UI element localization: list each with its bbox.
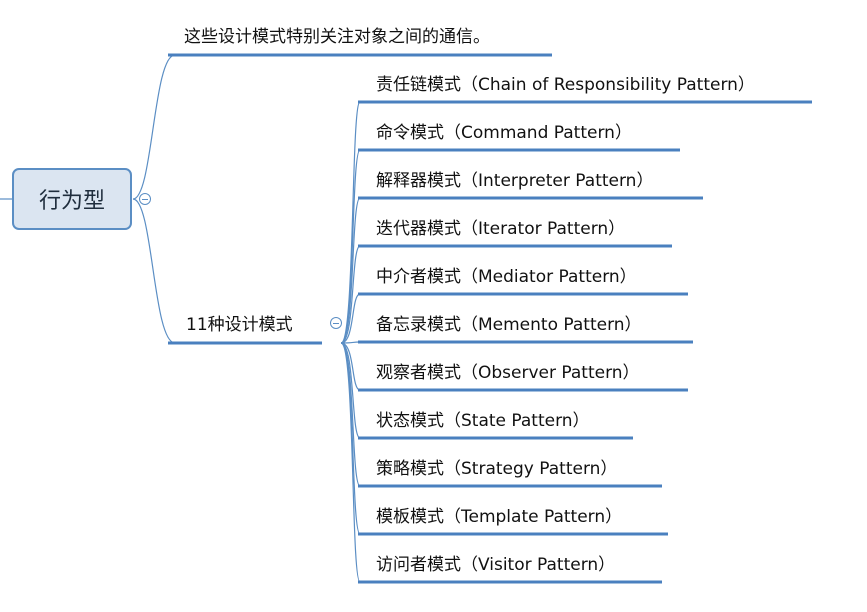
root-node-label: 行为型 [38,189,105,214]
pattern-label: 备忘录模式（Memento Pattern） [376,315,642,335]
pattern-connector [340,197,361,344]
pattern-label: 访问者模式（Visitor Pattern） [376,555,616,575]
pattern-label: 状态模式（State Pattern） [376,411,590,431]
pattern-connector [340,342,361,583]
pattern-label: 责任链模式（Chain of Responsibility Pattern） [376,75,755,95]
pattern-topic-state[interactable]: 状态模式（State Pattern） [376,410,590,432]
patterns-group-label: 11种设计模式 [186,315,293,335]
pattern-topic-command[interactable]: 命令模式（Command Pattern） [376,122,632,144]
pattern-topic-template[interactable]: 模板模式（Template Pattern） [376,506,622,528]
pattern-connector [340,149,361,344]
pattern-connector [340,245,361,344]
pattern-label: 命令模式（Command Pattern） [376,123,632,143]
pattern-topic-observer[interactable]: 观察者模式（Observer Pattern） [376,362,640,384]
pattern-topic-memento[interactable]: 备忘录模式（Memento Pattern） [376,314,642,336]
pattern-topic-mediator[interactable]: 中介者模式（Mediator Pattern） [376,266,637,288]
pattern-label: 中介者模式（Mediator Pattern） [376,267,637,287]
pattern-label: 解释器模式（Interpreter Pattern） [376,171,654,191]
patterns-group-collapse-toggle-icon[interactable] [330,317,342,329]
pattern-topic-visitor[interactable]: 访问者模式（Visitor Pattern） [376,554,615,576]
root-to-group-connector [132,198,176,344]
pattern-topic-interpreter[interactable]: 解释器模式（Interpreter Pattern） [376,170,653,192]
pattern-label: 模板模式（Template Pattern） [376,507,623,527]
pattern-label: 迭代器模式（Iterator Pattern） [376,219,626,239]
description-label: 这些设计模式特别关注对象之间的通信。 [184,27,490,47]
pattern-topic-strategy[interactable]: 策略模式（Strategy Pattern） [376,458,617,480]
patterns-group-topic[interactable]: 11种设计模式 [186,314,293,336]
pattern-label: 观察者模式（Observer Pattern） [376,363,640,383]
root-to-description-connector [132,54,176,200]
pattern-connector [340,293,361,344]
description-topic[interactable]: 这些设计模式特别关注对象之间的通信。 [184,26,490,48]
root-node[interactable]: 行为型 [12,168,132,230]
root-collapse-toggle-icon[interactable] [139,193,151,205]
pattern-topic-iterator[interactable]: 迭代器模式（Iterator Pattern） [376,218,625,240]
pattern-topic-chain-of-responsibility[interactable]: 责任链模式（Chain of Responsibility Pattern） [376,74,755,96]
pattern-label: 策略模式（Strategy Pattern） [376,459,618,479]
